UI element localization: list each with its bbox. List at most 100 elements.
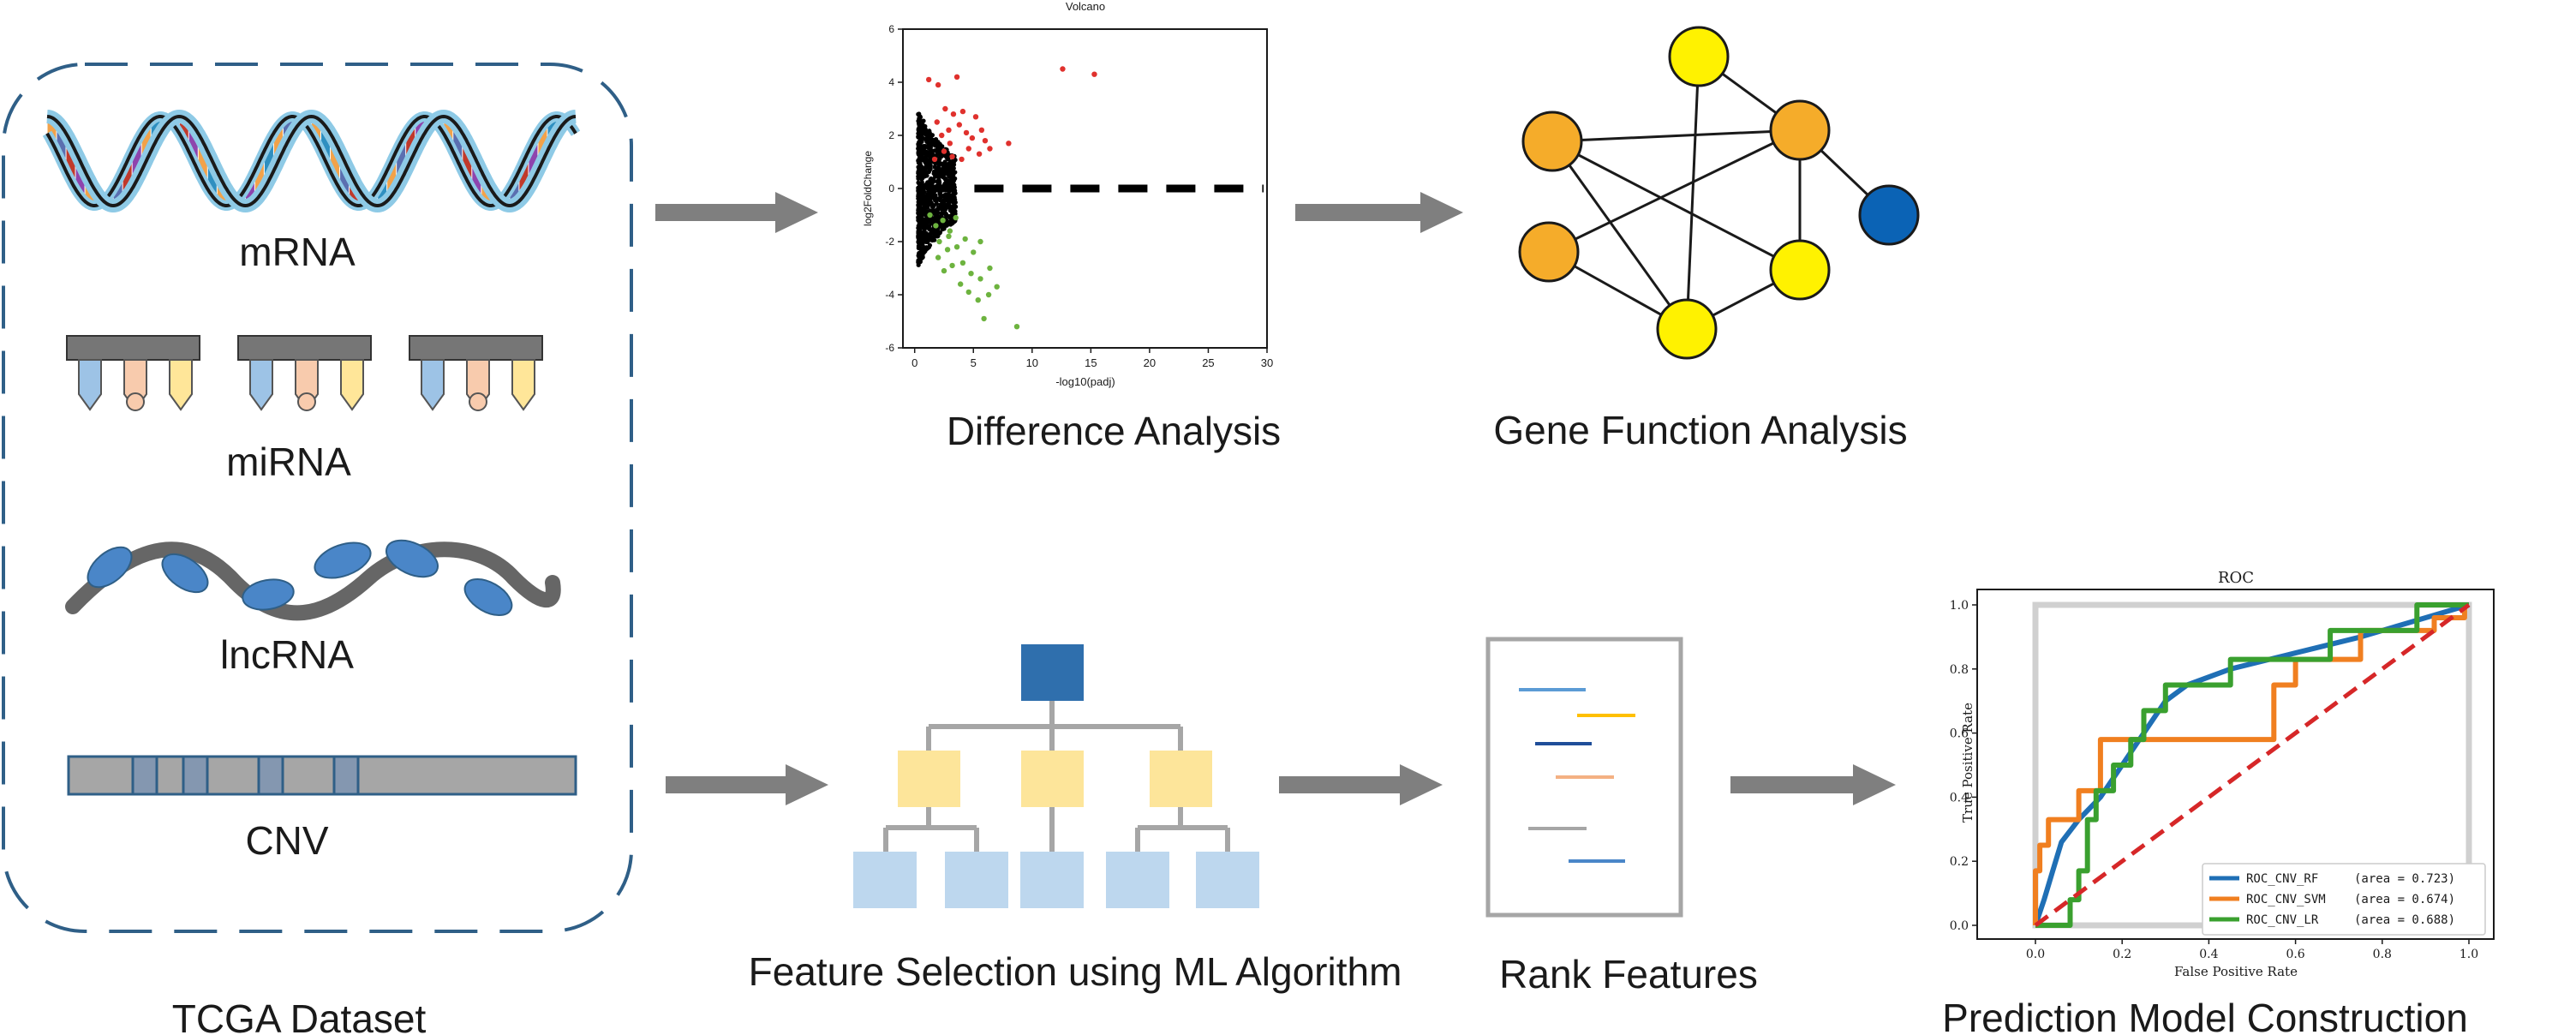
volcano-point bbox=[947, 141, 953, 147]
helix-base-pair bbox=[47, 117, 57, 142]
volcano-point bbox=[959, 260, 966, 266]
volcano-point bbox=[962, 236, 968, 242]
volcano-point bbox=[969, 135, 976, 141]
roc-y-tick: 0.0 bbox=[1950, 919, 1969, 933]
volcano-x-tick: 5 bbox=[971, 356, 977, 369]
legend-svm-name: ROC_CNV_SVM bbox=[2246, 893, 2326, 906]
tree-leaf-node bbox=[853, 852, 917, 908]
helix-base-pair bbox=[331, 141, 340, 181]
volcano-point bbox=[946, 127, 952, 133]
volcano-point bbox=[976, 151, 983, 157]
volcano-point bbox=[965, 146, 971, 152]
volcano-point bbox=[947, 228, 953, 234]
roc-title: ROC bbox=[2218, 569, 2254, 587]
volcano-point bbox=[941, 148, 947, 154]
helix-base-pair bbox=[538, 126, 547, 161]
legend-lr-name: ROC_CNV_LR bbox=[2246, 913, 2319, 927]
probe-icon bbox=[511, 359, 535, 411]
volcano-xlabel: -log10(padj) bbox=[1055, 375, 1115, 388]
helix-base-pair bbox=[264, 141, 273, 181]
arrow-to-rank-features bbox=[1279, 764, 1443, 805]
tcga-dataset-frame bbox=[2, 63, 633, 933]
volcano-x-tick: 0 bbox=[911, 356, 917, 369]
helix-base-pair bbox=[66, 141, 75, 181]
volcano-point bbox=[934, 119, 940, 125]
cnv-label: CNV bbox=[245, 818, 328, 863]
helix-base-pair bbox=[207, 161, 217, 196]
volcano-point bbox=[944, 247, 951, 253]
helix-base-pair bbox=[273, 126, 283, 161]
roc-x-tick: 0.0 bbox=[2026, 948, 2045, 961]
helix-base-pair bbox=[113, 180, 123, 205]
tree-leaf-node bbox=[1020, 852, 1084, 908]
roc-x-tick: 1.0 bbox=[2459, 948, 2478, 961]
gene-node bbox=[1518, 221, 1580, 283]
volcano-x-tick: 20 bbox=[1144, 356, 1156, 369]
legend-rf-name: ROC_CNV_RF bbox=[2246, 872, 2318, 886]
roc-y-tick: 0.8 bbox=[1950, 663, 1969, 677]
mirna-probe-icon bbox=[66, 335, 543, 411]
volcano-point bbox=[982, 138, 989, 144]
prediction-model-label: Prediction Model Construction bbox=[1942, 996, 2468, 1035]
volcano-point bbox=[975, 297, 981, 303]
volcano-y-tick: -6 bbox=[885, 342, 894, 354]
volcano-point bbox=[1006, 141, 1012, 147]
volcano-point bbox=[963, 129, 970, 136]
helix-base-pair bbox=[75, 161, 85, 196]
volcano-point bbox=[931, 156, 938, 163]
arrows bbox=[655, 192, 1896, 805]
volcano-point bbox=[1060, 66, 1066, 72]
volcano-point bbox=[994, 284, 1000, 290]
volcano-point bbox=[935, 254, 941, 260]
helix-base-pair bbox=[378, 180, 387, 205]
volcano-point bbox=[971, 249, 977, 255]
legend-svm-area: (area = 0.674) bbox=[2354, 893, 2455, 906]
volcano-point bbox=[1013, 324, 1020, 330]
helix-base-pair bbox=[529, 141, 538, 181]
arrow-to-prediction bbox=[1730, 764, 1896, 805]
roc-y-tick: 0.6 bbox=[1950, 727, 1969, 741]
volcano-point bbox=[946, 233, 952, 239]
difference-analysis-label: Difference Analysis bbox=[947, 409, 1281, 453]
helix-base-pair bbox=[321, 126, 331, 162]
volcano-point bbox=[965, 289, 971, 296]
roc-x-tick: 0.6 bbox=[2286, 948, 2304, 961]
tcga-dataset-label: TCGA Dataset bbox=[172, 996, 427, 1035]
helix-base-pair bbox=[254, 160, 264, 196]
mrna-label: mRNA bbox=[239, 230, 356, 274]
helix-base-pair bbox=[453, 126, 463, 162]
tree-branch-node bbox=[898, 751, 960, 807]
roc-y-tick: 1.0 bbox=[1950, 599, 1969, 613]
volcano-point bbox=[950, 111, 957, 117]
helix-base-pair bbox=[141, 126, 151, 161]
gene-node bbox=[1769, 239, 1831, 301]
tree-branch-node bbox=[1021, 751, 1084, 807]
volcano-point bbox=[941, 267, 947, 274]
volcano-point bbox=[977, 238, 983, 245]
volcano-point bbox=[933, 223, 939, 229]
probe-icon bbox=[249, 359, 273, 411]
volcano-point bbox=[972, 114, 979, 120]
volcano-point bbox=[939, 132, 945, 139]
helix-base-pair bbox=[340, 161, 350, 196]
volcano-point bbox=[981, 315, 987, 322]
volcano-point bbox=[940, 218, 946, 224]
volcano-point bbox=[949, 153, 955, 159]
volcano-point bbox=[957, 281, 964, 287]
volcano-y-tick: 0 bbox=[888, 182, 894, 194]
volcano-point bbox=[987, 146, 993, 152]
helix-base-pair bbox=[510, 180, 519, 205]
tree-leaf-node bbox=[1196, 852, 1259, 908]
helix-base-pair bbox=[472, 161, 481, 196]
gene-function-analysis-label: Gene Function Analysis bbox=[1493, 408, 1907, 452]
gene-node bbox=[1668, 26, 1730, 87]
probe-icon bbox=[421, 359, 445, 411]
helix-base-pair bbox=[132, 141, 141, 181]
roc-curve-1 bbox=[2033, 602, 2469, 925]
volcano-x-tick: 30 bbox=[1261, 356, 1273, 369]
tree-leaf-node bbox=[945, 852, 1008, 908]
roc-x-tick: 0.8 bbox=[2373, 948, 2392, 961]
tree-branch-node bbox=[1150, 751, 1212, 807]
